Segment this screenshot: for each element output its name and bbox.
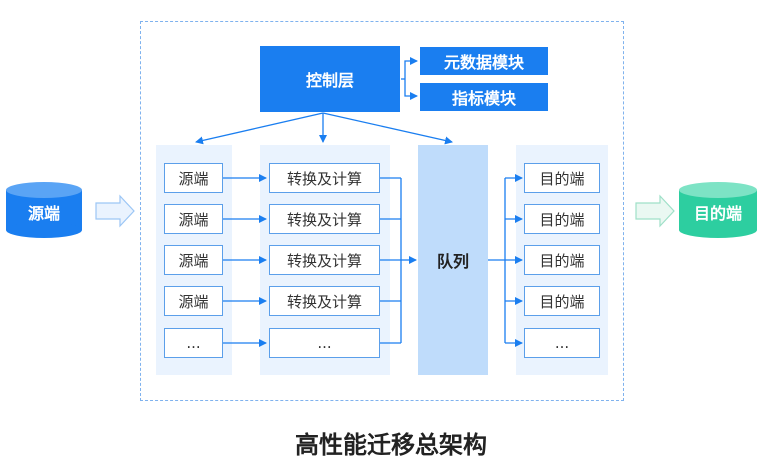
target-node: ... bbox=[524, 328, 600, 358]
outflow-arrow-icon bbox=[635, 194, 675, 228]
target-database-label: 目的端 bbox=[693, 204, 742, 223]
source-database-icon bbox=[6, 182, 82, 238]
target-database-icon bbox=[679, 182, 757, 238]
inflow-arrow-icon bbox=[95, 194, 135, 228]
queue-node: 队列 bbox=[418, 145, 488, 375]
target-node: 目的端 bbox=[524, 286, 600, 316]
target-node: 目的端 bbox=[524, 204, 600, 234]
metrics-module: 指标模块 bbox=[420, 83, 548, 111]
control-layer: 控制层 bbox=[260, 46, 400, 112]
transform-node: 转换及计算 bbox=[269, 286, 380, 316]
target-node: 目的端 bbox=[524, 245, 600, 275]
diagram-title: 高性能迁移总架构 bbox=[295, 431, 487, 459]
source-node: ... bbox=[164, 328, 223, 358]
source-node: 源端 bbox=[164, 163, 223, 193]
source-node: 源端 bbox=[164, 286, 223, 316]
source-node: 源端 bbox=[164, 204, 223, 234]
transform-node: 转换及计算 bbox=[269, 245, 380, 275]
target-node: 目的端 bbox=[524, 163, 600, 193]
transform-node: 转换及计算 bbox=[269, 163, 380, 193]
architecture-frame bbox=[140, 21, 624, 401]
metadata-module: 元数据模块 bbox=[420, 47, 548, 75]
source-node: 源端 bbox=[164, 245, 223, 275]
transform-node: ... bbox=[269, 328, 380, 358]
transform-node: 转换及计算 bbox=[269, 204, 380, 234]
source-database-label: 源端 bbox=[27, 204, 60, 223]
